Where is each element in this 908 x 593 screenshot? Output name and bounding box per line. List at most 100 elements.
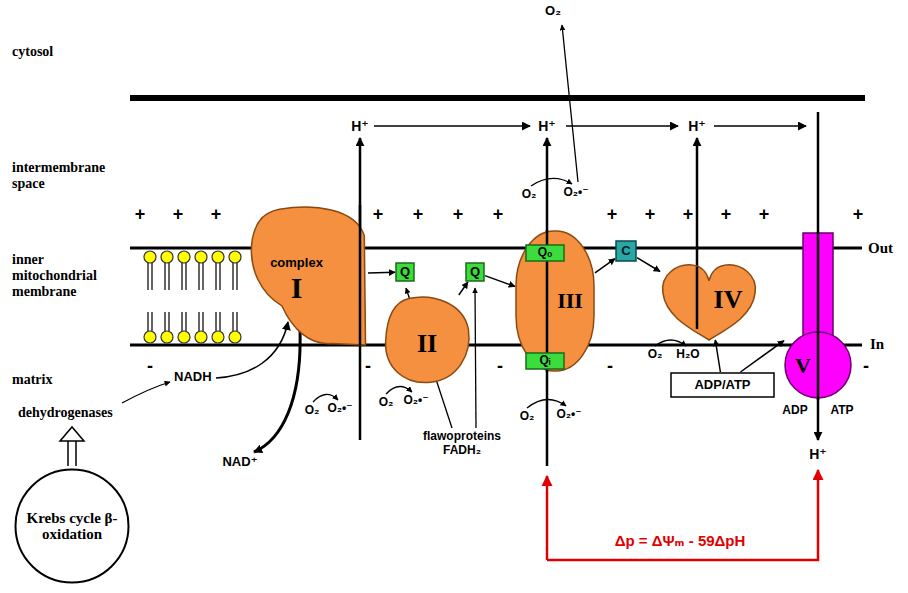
diagram-label: flawoproteins FADH₂	[412, 430, 512, 458]
box-fill	[526, 245, 564, 261]
diagram-label: -	[497, 356, 503, 377]
lipid-head	[229, 251, 241, 263]
quinone-box: Q	[465, 262, 485, 282]
nadh-arrow	[216, 322, 288, 378]
proton-arrow	[546, 138, 549, 466]
electron-arrow	[368, 272, 395, 274]
nadh-arrows	[60, 288, 476, 466]
node-text: I	[291, 271, 303, 304]
complex-group	[251, 207, 365, 345]
diagram-label: cytosol	[12, 44, 53, 60]
electron-arrow	[715, 340, 720, 372]
proton-flow	[566, 125, 678, 127]
diagram-label: O₂	[379, 396, 394, 410]
node-text: ADP/ATP	[694, 378, 750, 392]
box-fill	[616, 241, 636, 261]
text-stack: ADP/ATP	[694, 378, 750, 392]
diagram-label: O₂	[305, 404, 320, 418]
text-stack: IV	[714, 286, 743, 315]
node-outline	[784, 232, 852, 400]
text-stack: Q	[470, 265, 480, 279]
diagram-label: O₂•⁻	[327, 402, 352, 416]
diagram-label: H⁺	[351, 118, 369, 134]
node-text: IV	[714, 286, 743, 315]
red-arrow	[547, 470, 818, 560]
node-text: V	[795, 354, 811, 378]
diagram-label: H⁺	[809, 446, 827, 462]
diagram-label: NAD⁺	[222, 455, 257, 470]
lipid-head	[144, 251, 156, 263]
node-text: II	[417, 330, 437, 359]
cycle-circle: Krebs cycle β-oxidation	[14, 468, 130, 584]
cycle-output-head	[60, 427, 84, 441]
diagram-label: +	[211, 204, 222, 225]
red-arrow	[546, 476, 549, 560]
lipid-head	[229, 331, 241, 343]
quinone-box: Q	[395, 262, 415, 282]
diagram-label: O₂	[545, 4, 561, 19]
box-fill	[396, 263, 414, 281]
diagram-label: intermembrane space	[12, 160, 122, 192]
circle-outline	[16, 470, 129, 583]
diagram-label: matrix	[12, 372, 52, 388]
text-stack: II	[417, 330, 437, 359]
lipid-head	[212, 331, 224, 343]
electron-arrow	[485, 276, 515, 287]
text-stack: Qₒ	[538, 246, 552, 259]
diagram-label: ATP	[830, 404, 853, 418]
proton-arrow	[817, 112, 820, 440]
proton-path	[696, 267, 699, 329]
box-fill	[466, 263, 484, 281]
proton-flow	[374, 125, 530, 127]
lipid-heads	[144, 251, 241, 343]
diagram-label: H₂O	[676, 348, 699, 362]
diagram-label: -	[863, 356, 869, 377]
diagram-label: -	[147, 356, 153, 377]
electron-arrow	[637, 258, 660, 272]
diagram-label: H⁺	[688, 118, 706, 134]
inner-membrane-edge	[130, 344, 862, 347]
box-fill	[671, 373, 774, 397]
diagram-label: NADH	[174, 370, 212, 385]
proton-motive-bracket	[547, 470, 818, 560]
site-box: Qₒ	[525, 244, 565, 262]
diagram-label: dehydrogenases	[18, 405, 113, 421]
nad-arrow	[254, 330, 300, 452]
dehydrogenase-arrow	[122, 382, 170, 403]
text-stack: C	[621, 244, 630, 258]
proton-arrow	[359, 138, 362, 440]
electron-arrow	[595, 259, 615, 273]
superoxide-arc	[531, 178, 572, 186]
diagram-label: Δp = ΔΨₘ - 59ΔpH	[615, 532, 746, 549]
synthase-shape: V	[784, 232, 852, 400]
text-stack: complexI	[270, 256, 323, 303]
diagram-label: O₂	[648, 348, 663, 362]
lipid-head	[212, 251, 224, 263]
diagram-label: ADP	[782, 404, 807, 418]
complex-group	[386, 297, 469, 382]
diagram-label: O₂	[520, 410, 535, 424]
complex-blob: IV	[660, 262, 758, 340]
superoxide-arc	[527, 399, 566, 408]
exchanger-box: ADP/ATP	[670, 372, 775, 398]
lipid-head	[195, 251, 207, 263]
proton-arrows	[360, 112, 818, 466]
lipid-head	[144, 331, 156, 343]
text-stack: Qᵢ	[539, 354, 550, 367]
lipid-head	[161, 251, 173, 263]
diagram-label: +	[607, 204, 618, 225]
diagram-label: +	[173, 204, 184, 225]
diagram-label: +	[721, 204, 732, 225]
diagram-label: +	[413, 204, 424, 225]
proton-flow	[714, 125, 806, 127]
node-text: Qᵢ	[539, 354, 550, 367]
diagram-label: Out	[868, 240, 893, 257]
complex-fill	[663, 265, 756, 340]
complex-blob: II	[382, 295, 472, 385]
cytochrome-box: C	[615, 240, 637, 262]
node-text: Q	[400, 265, 410, 279]
complex-blob: complexI	[245, 205, 368, 345]
oxygen-arrows	[313, 25, 686, 408]
proton-path	[817, 232, 820, 400]
